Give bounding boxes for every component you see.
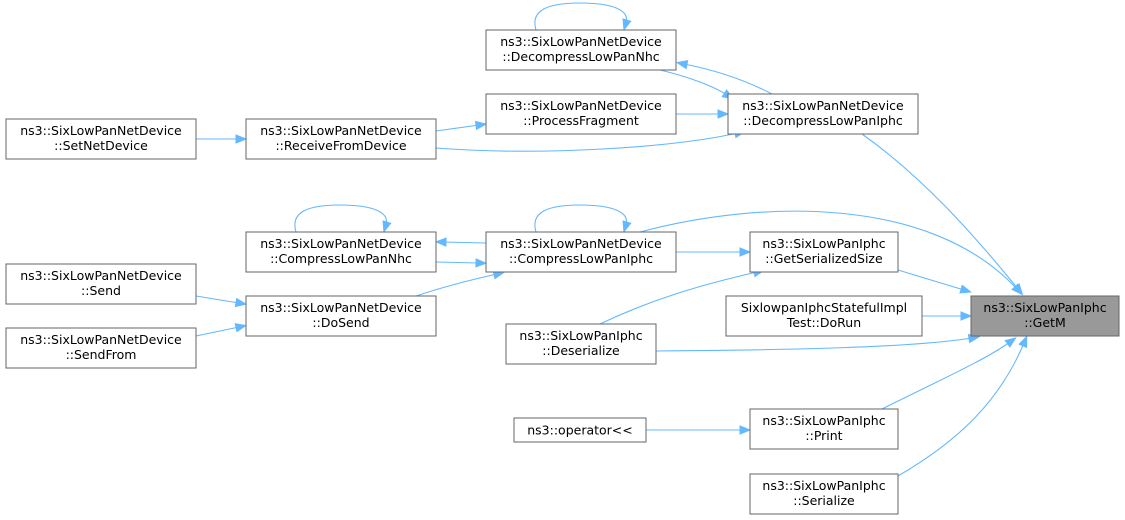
- node-decompressNhc[interactable]: ns3::SixLowPanNetDevice::DecompressLowPa…: [485, 29, 677, 71]
- node-serialize[interactable]: ns3::SixLowPanIphc::Serialize: [749, 473, 899, 515]
- node-receiveFromDevice-line2: ::ReceiveFromDevice: [275, 138, 406, 153]
- edge-operator-to-print: [646, 425, 752, 435]
- edge-compressNhc-to-compressIphc: [435, 258, 488, 268]
- node-doRun-line2: Test::DoRun: [786, 315, 861, 330]
- node-decompressNhc-line2: ::DecompressLowPanNhc: [502, 49, 659, 64]
- node-sendFrom[interactable]: ns3::SixLowPanNetDevice::SendFrom: [5, 327, 197, 369]
- node-deserialize-line1: ns3::SixLowPanIphc: [519, 328, 642, 343]
- edge-doRun-to-getm: [922, 311, 973, 321]
- node-getSerializedSize-line2: ::GetSerializedSize: [765, 251, 883, 266]
- edge-getSerializedSize-to-getm: [897, 269, 972, 294]
- node-doRun-line1: SixlowpanIphcStatefulImpl: [741, 300, 907, 315]
- node-print-line2: ::Print: [805, 428, 842, 443]
- node-print-line1: ns3::SixLowPanIphc: [762, 413, 885, 428]
- edge-send-to-doSend: [195, 295, 248, 308]
- node-sendFrom-line1: ns3::SixLowPanNetDevice: [20, 332, 182, 347]
- node-doSend-line2: ::DoSend: [312, 315, 369, 330]
- edge-processFragment-to-decompressIphc: [676, 109, 730, 119]
- node-operator[interactable]: ns3::operator<<: [513, 417, 647, 443]
- nodes-layer: ns3::SixLowPanIphc::GetMns3::SixLowPanNe…: [5, 29, 1120, 515]
- edge-compressIphc-to-compressIphc: [534, 204, 632, 233]
- node-compressNhc-line2: ::CompressLowPanNhc: [270, 251, 412, 266]
- edge-receiveFromDevice-to-processFragment: [435, 120, 488, 132]
- node-getSerializedSize[interactable]: ns3::SixLowPanIphc::GetSerializedSize: [749, 231, 899, 273]
- node-getm-line1: ns3::SixLowPanIphc: [983, 300, 1106, 315]
- edge-compressIphc-to-getSerializedSize: [676, 247, 752, 257]
- node-decompressIphc[interactable]: ns3::SixLowPanNetDevice::DecompressLowPa…: [727, 93, 919, 135]
- edge-serialize-to-getm: [897, 335, 1028, 477]
- edge-decompressIphc-to-decompressNhc: [675, 60, 773, 95]
- edge-doSend-to-compressIphc: [415, 270, 506, 297]
- edge-print-to-getm: [881, 337, 1017, 410]
- node-receiveFromDevice[interactable]: ns3::SixLowPanNetDevice::ReceiveFromDevi…: [245, 118, 437, 160]
- node-serialize-line2: ::Serialize: [793, 493, 855, 508]
- node-compressIphc[interactable]: ns3::SixLowPanNetDevice::CompressLowPanI…: [485, 231, 677, 273]
- node-decompressIphc-line1: ns3::SixLowPanNetDevice: [742, 98, 904, 113]
- node-getm-line2: ::GetM: [1024, 315, 1066, 330]
- node-send-line1: ns3::SixLowPanNetDevice: [20, 268, 182, 283]
- node-receiveFromDevice-line1: ns3::SixLowPanNetDevice: [260, 123, 422, 138]
- node-print[interactable]: ns3::SixLowPanIphc::Print: [749, 408, 899, 450]
- node-sendFrom-line2: ::SendFrom: [66, 347, 137, 362]
- node-processFragment-line2: ::ProcessFragment: [523, 113, 639, 128]
- edge-compressIphc-to-getm: [639, 210, 1023, 296]
- node-setNetDevice-line2: ::SetNetDevice: [54, 138, 148, 153]
- edge-decompressNhc-to-decompressNhc: [534, 2, 632, 31]
- edge-compressNhc-to-compressNhc: [294, 204, 392, 233]
- edge-setNetDevice-to-receiveFromDevice: [196, 134, 248, 144]
- node-decompressNhc-line1: ns3::SixLowPanNetDevice: [500, 34, 662, 49]
- node-deserialize[interactable]: ns3::SixLowPanIphc::Deserialize: [505, 323, 657, 365]
- node-doSend-line1: ns3::SixLowPanNetDevice: [260, 300, 422, 315]
- node-send[interactable]: ns3::SixLowPanNetDevice::Send: [5, 263, 197, 305]
- node-getSerializedSize-line1: ns3::SixLowPanIphc: [762, 236, 885, 251]
- node-compressNhc[interactable]: ns3::SixLowPanNetDevice::CompressLowPanN…: [245, 231, 437, 273]
- node-decompressIphc-line2: ::DecompressLowPanIphc: [743, 113, 903, 128]
- node-setNetDevice-line1: ns3::SixLowPanNetDevice: [20, 123, 182, 138]
- node-send-line2: ::Send: [81, 283, 121, 298]
- node-compressIphc-line1: ns3::SixLowPanNetDevice: [500, 236, 662, 251]
- node-setNetDevice[interactable]: ns3::SixLowPanNetDevice::SetNetDevice: [5, 118, 197, 160]
- node-deserialize-line2: ::Deserialize: [542, 343, 620, 358]
- node-compressNhc-line1: ns3::SixLowPanNetDevice: [260, 236, 422, 251]
- node-doSend[interactable]: ns3::SixLowPanNetDevice::DoSend: [245, 295, 437, 337]
- edge-deserialize-to-getm: [655, 333, 981, 352]
- node-processFragment[interactable]: ns3::SixLowPanNetDevice::ProcessFragment: [485, 93, 677, 135]
- edge-sendFrom-to-doSend: [195, 323, 248, 337]
- node-operator-line1: ns3::operator<<: [527, 423, 633, 438]
- node-processFragment-line1: ns3::SixLowPanNetDevice: [500, 98, 662, 113]
- node-serialize-line1: ns3::SixLowPanIphc: [762, 478, 885, 493]
- edge-compressIphc-to-compressNhc: [434, 237, 487, 247]
- node-compressIphc-line2: ::CompressLowPanIphc: [509, 251, 653, 266]
- node-getm[interactable]: ns3::SixLowPanIphc::GetM: [970, 295, 1120, 337]
